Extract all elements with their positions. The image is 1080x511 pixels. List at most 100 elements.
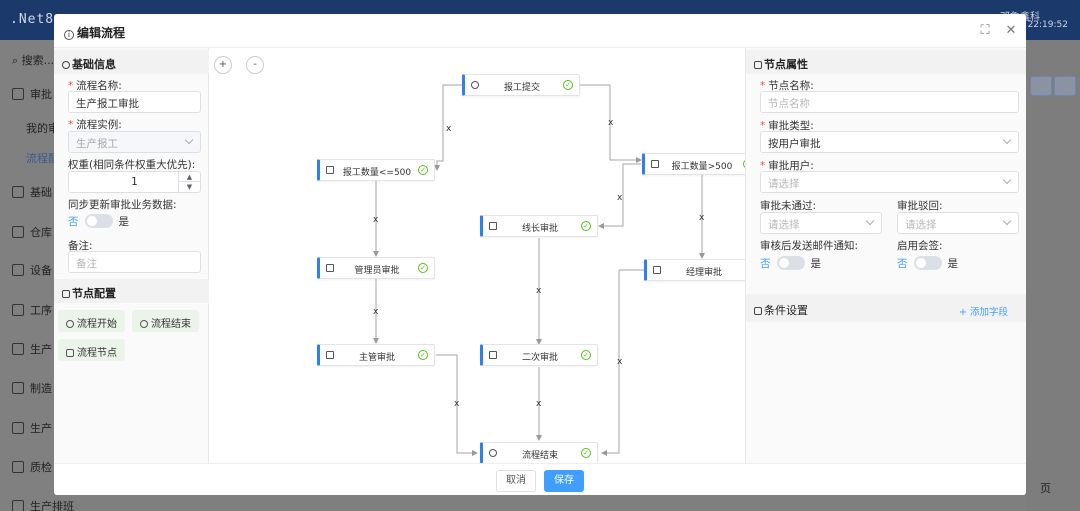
sidebar-item-quality[interactable]: 质检 xyxy=(12,459,52,475)
flow-canvas[interactable]: + - x x x x x xyxy=(209,48,762,464)
node-config-header: 节点配置 xyxy=(54,279,209,303)
approval-type-label: *审批类型: xyxy=(760,120,814,132)
node-second[interactable]: 二次审批✓ xyxy=(480,344,598,366)
check-icon: ✓ xyxy=(418,350,428,360)
cosign-toggle[interactable] xyxy=(913,256,942,270)
clock-icon xyxy=(66,320,74,328)
sync-toggle[interactable] xyxy=(84,214,113,228)
app-sidebar: ⌕ 搜索... 审批 我的审 流程配 基础 仓库 设备 工序 生产 制造 生产 … xyxy=(0,40,74,511)
sidebar-item-basic[interactable]: 基础 xyxy=(12,184,52,200)
sync-off-text: 否 xyxy=(68,216,79,228)
edge-supervisor-end xyxy=(436,354,478,456)
approval-user-select[interactable]: 请选择 xyxy=(760,171,1019,193)
folder-icon xyxy=(62,290,70,298)
reject-label: 审批未通过: xyxy=(760,200,817,212)
chevron-down-icon xyxy=(1002,175,1012,185)
sidebar-item-warehouse[interactable]: 仓库 xyxy=(12,224,52,240)
node-supervisor[interactable]: 主管审批✓ xyxy=(317,344,435,366)
sidebar-item-process[interactable]: 工序 xyxy=(12,302,52,318)
edge-label: x xyxy=(608,118,614,128)
sidebar-item-manufacture[interactable]: 制造 xyxy=(12,380,52,396)
weight-input[interactable]: 1▲▼ xyxy=(68,171,201,193)
left-panel: 基础信息 *流程名称: 生产报工审批 *流程实例: 生产报工 权重(相同条件权重… xyxy=(54,48,209,463)
edge-submit-gt500 xyxy=(580,84,642,163)
return-select[interactable]: 请选择 xyxy=(897,212,1019,234)
sidebar-item-device[interactable]: 设备 xyxy=(12,262,52,278)
expand-icon[interactable]: ⛶ xyxy=(980,23,990,38)
return-label: 审批驳回: xyxy=(897,200,943,212)
node-icon xyxy=(653,266,661,274)
edge-manager-end xyxy=(601,269,644,456)
check-icon: ✓ xyxy=(418,165,428,175)
node-icon xyxy=(326,351,334,359)
node-name-label: *节点名称: xyxy=(760,80,814,92)
node-icon xyxy=(489,222,497,230)
weight-stepper[interactable]: ▲▼ xyxy=(178,172,200,192)
bg-action-button-2[interactable] xyxy=(1054,76,1076,96)
node-icon xyxy=(66,349,74,357)
sidebar-search[interactable]: ⌕ 搜索... xyxy=(12,54,55,67)
node-name-input[interactable]: 节点名称 xyxy=(760,91,1019,113)
device-icon xyxy=(12,264,24,276)
cosign-toggle-row: 否是 xyxy=(897,256,958,271)
zoom-out-button[interactable]: - xyxy=(246,56,264,74)
node-qty-lte500[interactable]: 报工数量<=500✓ xyxy=(317,159,435,181)
mail-off-text: 否 xyxy=(760,258,771,270)
check-icon: ✓ xyxy=(581,221,591,231)
node-end[interactable]: 流程结束✓ xyxy=(480,442,598,464)
clock-text: 5 22:19:52 xyxy=(1018,20,1068,30)
zoom-in-button[interactable]: + xyxy=(214,56,232,74)
app-right-area: 页 xyxy=(1026,40,1080,511)
node-admin[interactable]: 管理员审批✓ xyxy=(317,257,435,279)
reject-select[interactable]: 请选择 xyxy=(760,212,882,234)
check-icon: ✓ xyxy=(581,448,591,458)
palette-start[interactable]: 流程开始 xyxy=(58,310,125,332)
mail-toggle[interactable] xyxy=(776,256,805,270)
approval-type-select[interactable]: 按用户审批 xyxy=(760,131,1019,153)
info-icon: i xyxy=(64,30,74,40)
palette-node[interactable]: 流程节点 xyxy=(58,339,125,361)
chevron-down-icon[interactable]: ▼ xyxy=(186,183,193,191)
node-icon xyxy=(326,264,334,272)
edge-label: x xyxy=(617,193,623,203)
edge-label: x xyxy=(446,124,452,134)
edge-submit-lte500 xyxy=(434,84,462,171)
gear-icon xyxy=(12,382,24,394)
sidebar-item-production-2[interactable]: 生产 xyxy=(12,420,52,436)
cancel-button[interactable]: 取消 xyxy=(496,470,536,492)
remark-input[interactable]: 备注 xyxy=(68,251,201,273)
cosign-label: 启用会签: xyxy=(897,240,943,252)
flow-name-label: *流程名称: xyxy=(68,80,122,92)
sidebar-item-approval[interactable]: 审批 xyxy=(12,86,52,102)
cosign-on-text: 是 xyxy=(947,258,959,270)
close-icon[interactable]: ✕ xyxy=(1005,23,1017,38)
condition-header: 条件设置 xyxy=(746,294,1026,322)
chevron-up-icon[interactable]: ▲ xyxy=(179,172,200,182)
add-field-link[interactable]: + 添加字段 xyxy=(959,307,1008,318)
remark-label: 备注: xyxy=(68,240,93,252)
save-button[interactable]: 保存 xyxy=(544,470,584,492)
flow-name-input[interactable]: 生产报工审批 xyxy=(68,91,201,113)
palette-end[interactable]: 流程结束 xyxy=(132,310,199,332)
chevron-down-icon xyxy=(1002,135,1012,145)
flow-instance-select[interactable]: 生产报工 xyxy=(68,131,201,153)
node-submit[interactable]: 报工提交✓ xyxy=(462,74,580,96)
node-qty-gt500[interactable]: 报工数量>500✓ xyxy=(642,153,760,175)
check-icon: ✓ xyxy=(581,350,591,360)
edge-label: x xyxy=(617,357,623,367)
dialog-footer: 取消 保存 xyxy=(54,463,1026,495)
clock-icon xyxy=(471,81,479,89)
edit-icon xyxy=(12,461,24,473)
sidebar-item-my-approval[interactable]: 我的审 xyxy=(26,122,59,135)
chevron-down-icon xyxy=(1002,216,1012,226)
check-icon: ✓ xyxy=(563,80,573,90)
node-line-lead[interactable]: 线长审批✓ xyxy=(480,215,598,237)
node-icon xyxy=(651,160,659,168)
sidebar-item-flow-config[interactable]: 流程配 xyxy=(26,152,59,165)
sidebar-item-production[interactable]: 生产 xyxy=(12,341,52,357)
bg-action-button[interactable] xyxy=(1030,76,1052,96)
sidebar-item-schedule[interactable]: 生产排班 xyxy=(12,498,74,511)
